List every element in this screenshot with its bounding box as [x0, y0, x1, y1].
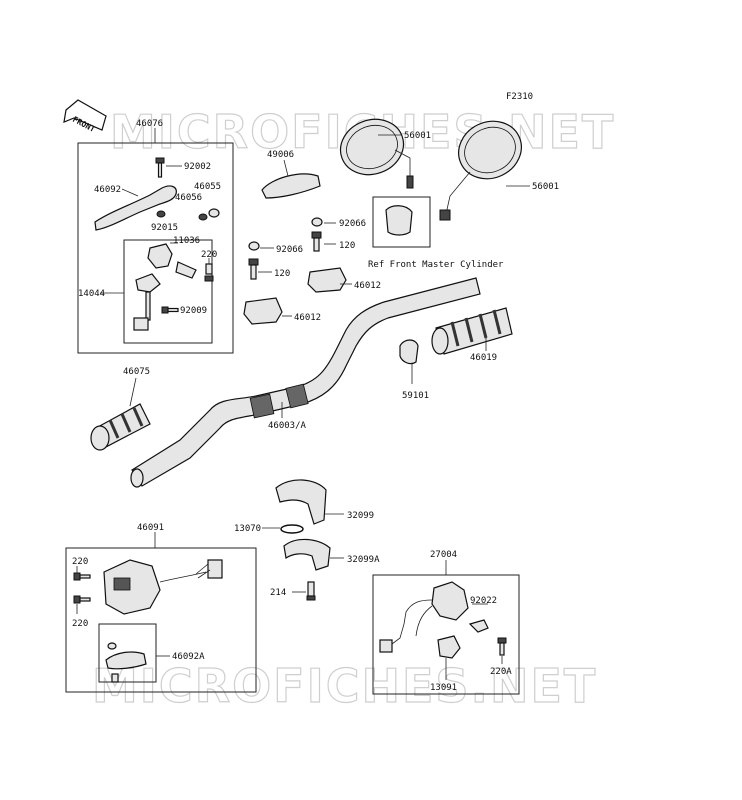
clip-92022 — [468, 619, 489, 633]
label-92066-lower: 92066 — [276, 245, 303, 255]
label-92002: 92002 — [184, 162, 211, 172]
mirror-left — [339, 118, 414, 189]
label-11036: 11036 — [173, 236, 200, 246]
front-arrow-icon: FRONT — [63, 99, 107, 134]
clutch-lever — [94, 185, 177, 231]
left-switch-box — [65, 547, 257, 693]
label-120-upper: 120 — [339, 241, 355, 251]
screw-214 — [306, 581, 316, 601]
label-220A: 220A — [490, 667, 512, 677]
ring-13070 — [280, 524, 304, 534]
screw-220-left-lower — [73, 595, 91, 604]
left-switch-housing — [103, 559, 223, 615]
figure-code: F2310 — [506, 92, 533, 102]
throttle-grip — [431, 307, 513, 355]
label-49006: 49006 — [267, 150, 294, 160]
left-grip — [90, 403, 151, 451]
label-46019: 46019 — [470, 353, 497, 363]
label-92066-upper: 92066 — [339, 219, 366, 229]
screw-220-left-upper — [73, 572, 91, 581]
screw-220-top — [204, 263, 214, 282]
switch-holder — [135, 273, 161, 293]
bolt-120-lower — [248, 258, 259, 280]
washer-92066-lower — [248, 241, 260, 251]
label-59101: 59101 — [402, 391, 429, 401]
screw-220A — [497, 637, 507, 656]
lever-cover-49006 — [261, 173, 321, 199]
label-46003: 46003/A — [268, 421, 307, 431]
label-46055: 46055 — [194, 182, 221, 192]
washer-46055 — [208, 208, 220, 218]
label-220-top: 220 — [201, 250, 217, 260]
lever-holder-11036 — [147, 243, 173, 269]
label-46075: 46075 — [123, 367, 150, 377]
label-56001-left: 56001 — [404, 131, 431, 141]
label-220-left-lower: 220 — [72, 619, 88, 629]
bolt-120-upper — [311, 231, 322, 252]
label-46091: 46091 — [137, 523, 164, 533]
clamp-32099 — [275, 479, 327, 525]
label-13070: 13070 — [234, 524, 261, 534]
label-220-left-upper: 220 — [72, 557, 88, 567]
switch-connector — [133, 317, 149, 331]
ref-note: Ref Front Master Cylinder — [368, 260, 504, 270]
cable-clip — [175, 261, 197, 279]
label-92022: 92022 — [470, 596, 497, 606]
master-cylinder-ref-box — [372, 196, 431, 248]
label-46092: 46092 — [94, 185, 121, 195]
washer-92066-upper — [311, 217, 323, 227]
mirror-right — [439, 120, 522, 221]
label-56001-right: 56001 — [532, 182, 559, 192]
label-27004: 27004 — [430, 550, 457, 560]
master-cylinder-clamp — [385, 205, 413, 236]
label-120-lower: 120 — [274, 269, 290, 279]
label-32099: 32099 — [347, 511, 374, 521]
choke-lever — [105, 651, 147, 670]
screw-92009 — [161, 306, 179, 314]
label-46012-lower: 46012 — [294, 313, 321, 323]
label-46056: 46056 — [175, 193, 202, 203]
label-92009: 92009 — [180, 306, 207, 316]
right-switch-housing — [379, 581, 469, 659]
label-214: 214 — [270, 588, 286, 598]
handlebar-holder-lower — [243, 297, 283, 325]
lever-assembly-box — [77, 142, 234, 354]
throttle-housing-59101 — [399, 339, 419, 365]
label-46076: 46076 — [136, 119, 163, 129]
cable-switch-box — [123, 239, 213, 344]
label-13091: 13091 — [430, 683, 457, 693]
label-46012-upper: 46012 — [354, 281, 381, 291]
clamp-32099A — [283, 538, 331, 571]
nut-46056 — [198, 213, 208, 221]
handlebar-holder-upper — [307, 267, 347, 293]
label-14044: 14044 — [78, 289, 105, 299]
watermark-bottom: MICROFICHES.NET — [92, 659, 597, 713]
choke-lever-box — [98, 623, 157, 683]
handlebar — [130, 277, 481, 488]
label-46092A: 46092A — [172, 652, 205, 662]
bolt-92002 — [155, 157, 165, 178]
label-32099A: 32099A — [347, 555, 380, 565]
nut-92015 — [156, 210, 166, 218]
label-92015: 92015 — [151, 223, 178, 233]
